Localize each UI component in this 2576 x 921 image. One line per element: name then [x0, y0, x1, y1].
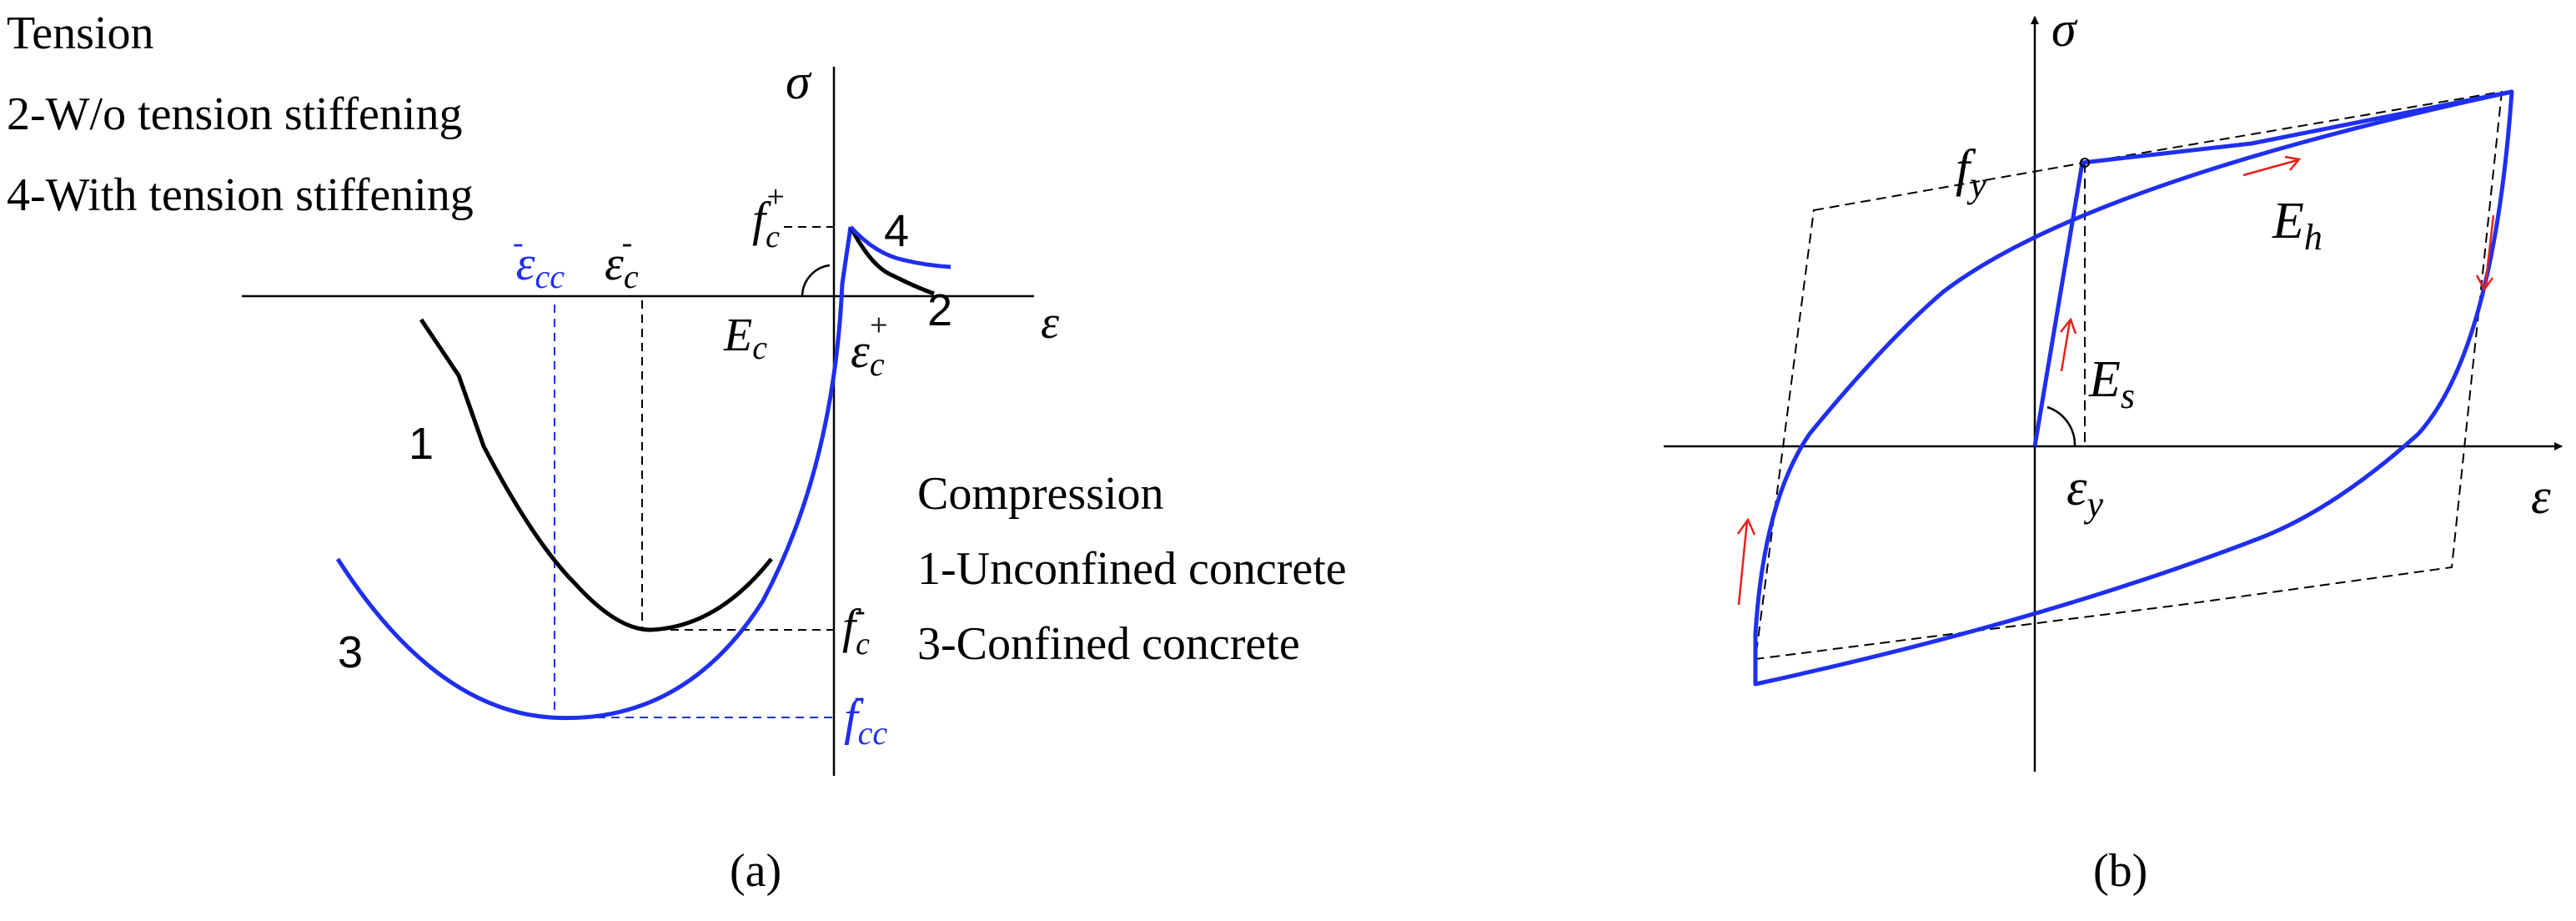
curve-4-tension-stiffening: [849, 225, 952, 269]
curve-1-unconfined: [419, 318, 773, 632]
label-E-c: Ec: [723, 310, 767, 366]
curve-label-2: 2: [927, 285, 952, 335]
label-f-c-plus: fc+: [752, 179, 786, 254]
label-f-y: fy: [1956, 140, 1986, 205]
tension-item-4: 4-With tension stiffening: [7, 169, 474, 221]
panel-a-axis-epsilon: ε: [1041, 297, 1060, 349]
compression-item-3: 3-Confined concrete: [917, 618, 1300, 670]
yield-point-marker: [2080, 158, 2090, 168]
hysteresis-loop: [1753, 89, 2514, 687]
panel-a-axis-sigma: σ: [786, 54, 812, 109]
curve-label-4: 4: [884, 206, 909, 256]
direction-arrows: [1736, 155, 2495, 606]
label-eps-c-minus: εc-: [605, 225, 639, 295]
panel-b-axis-sigma: σ: [2051, 2, 2078, 57]
label-E-h: Eh: [2272, 193, 2322, 258]
curve-2-tension: [848, 225, 935, 296]
label-f-c-minus: fc-: [842, 593, 870, 662]
curve-label-1: 1: [409, 419, 434, 469]
curve-label-3: 3: [338, 627, 363, 677]
caption-a: (a): [730, 845, 781, 897]
es-angle-arc: [2046, 405, 2076, 447]
panel-a: σ ε 1 2 3 4 fc+ fc- fcc-: [7, 8, 1347, 897]
compression-heading: Compression: [917, 468, 1164, 520]
label-f-cc: fcc-: [844, 679, 887, 752]
label-eps-y: εy: [2066, 460, 2103, 525]
label-eps-c-plus: εc+: [851, 308, 889, 383]
initial-loading-branch: [2032, 89, 2513, 447]
tension-item-2: 2-W/o tension stiffening: [7, 88, 462, 140]
panel-b: σ ε fy Eh Es εy (b): [1664, 2, 2563, 897]
label-E-s: Es: [2088, 351, 2135, 416]
compression-item-1: 1-Unconfined concrete: [917, 543, 1347, 595]
tension-heading: Tension: [7, 8, 154, 59]
caption-b: (b): [2093, 845, 2147, 897]
label-eps-cc: εcc-: [513, 225, 565, 295]
curve-3-confined: [335, 226, 853, 721]
ec-angle-arc: [801, 264, 831, 297]
panel-b-axis-epsilon: ε: [2531, 469, 2551, 524]
